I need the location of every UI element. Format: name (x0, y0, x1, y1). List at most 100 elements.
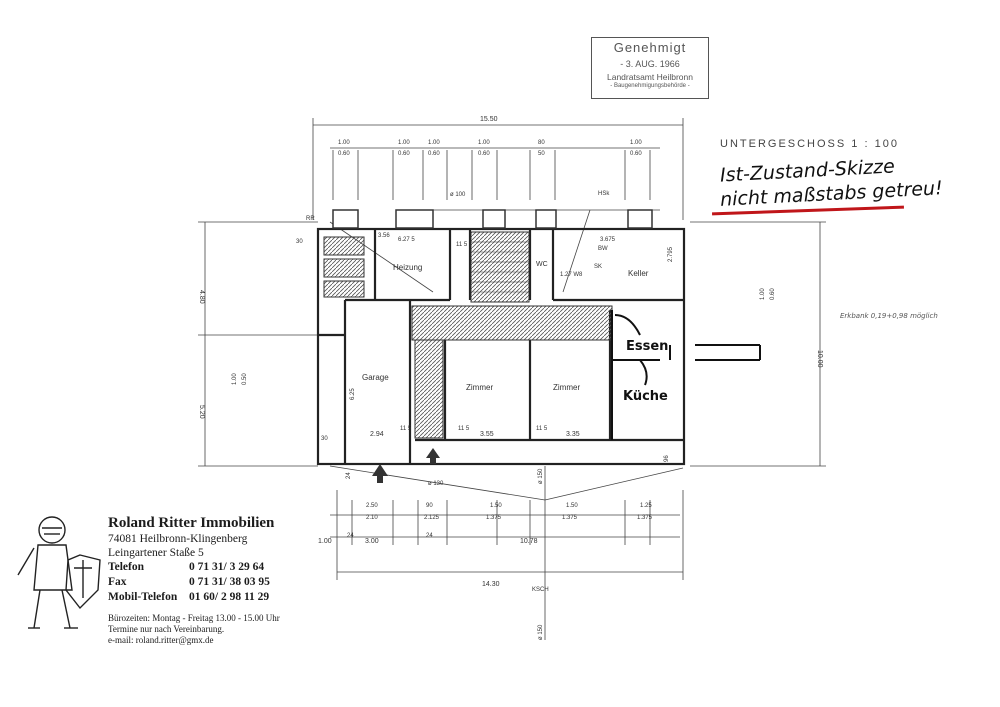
dim-left-lower: 5.20 (198, 405, 205, 419)
corridor (411, 305, 613, 341)
plan-title: UNTERGESCHOSS 1 : 100 (720, 138, 899, 150)
stamp-title: Genehmigt (613, 40, 687, 55)
fax-number: 0 71 31/ 38 03 95 (189, 576, 270, 588)
stamp-date: - 3. AUG. 1966 (620, 59, 680, 69)
company-name: Roland Ritter Immobilien (108, 515, 275, 531)
keller-b: 2.795 (668, 246, 674, 262)
top-opening-1-sub: 0.60 (338, 151, 350, 157)
room-heizung: Heizung (393, 263, 422, 272)
room-zimmer-2: Zimmer (553, 383, 580, 392)
bottom-chain-1: 1.00 (318, 538, 332, 545)
bottom-chain-5: 10.78 (520, 538, 538, 545)
room-garage: Garage (362, 373, 389, 382)
zimmer2-width: 3.35 (566, 431, 580, 438)
keller-c: 1.27 W8 (560, 272, 583, 278)
business-card: Roland Ritter Immobilien 74081 Heilbronn… (108, 515, 280, 646)
room-bw: BW (598, 246, 608, 252)
small-115a: 11 5 (456, 242, 468, 248)
zimmer1-width: 3.55 (480, 431, 494, 438)
phone-row: Telefon 0 71 31/ 3 29 64 (108, 560, 280, 575)
handwritten-partition (611, 310, 761, 440)
label-ksch: KSCH (532, 587, 549, 593)
top-opening-3: 1.00 (428, 140, 440, 146)
dim-left-upper: 4.80 (198, 290, 205, 304)
handwritten-side-note: Erkbank 0,19+0,98 möglich (840, 312, 938, 320)
storage-shelves (323, 236, 365, 298)
fax-row: Fax 0 71 31/ 38 03 95 (108, 575, 280, 590)
bottom-opening-2: 90 (426, 503, 433, 509)
top-opening-3-sub: 0.60 (428, 151, 440, 157)
email: e-mail: roland.ritter@gmx.de (108, 635, 214, 645)
top-opening-6: 1.00 (630, 140, 642, 146)
top-opening-5-sub: 50 (538, 151, 545, 157)
dim-right-height: 10.00 (816, 350, 823, 368)
window-l2: 0.50 (242, 373, 248, 385)
bottom-opening-1-sub: 2.10 (366, 515, 378, 521)
approval-stamp: Genehmigt - 3. AUG. 1966 Landratsamt Hei… (591, 37, 709, 99)
bottom-opening-4: 1.50 (566, 503, 578, 509)
heiz-a: 3.56 (378, 233, 390, 239)
window-r1: 1.00 (760, 288, 766, 300)
label-sk: SK (594, 264, 602, 270)
top-opening-2: 1.00 (398, 140, 410, 146)
heiz-b: 6.27 5 (398, 237, 415, 243)
room-keller: Keller (628, 269, 649, 278)
mobile-label: Mobil-Telefon (108, 591, 178, 603)
dim-total-bottom: 14.30 (482, 581, 500, 588)
dim-total-top: 15.50 (480, 116, 498, 123)
bottom-opening-2-sub: 2.125 (424, 515, 440, 521)
garage-depth: 6.25 (350, 388, 356, 400)
label-hsk: HSk (598, 191, 610, 197)
dia-130: ø 130 (428, 481, 444, 487)
top-opening-6-sub: 0.60 (630, 151, 642, 157)
bottom-chain-4: 24 (426, 533, 433, 539)
top-opening-1: 1.00 (338, 140, 350, 146)
windows (332, 209, 653, 229)
dimension-lines (198, 118, 826, 640)
dia-150b: ø 150 (538, 624, 544, 640)
hall-left (414, 339, 444, 439)
bottom-opening-1: 2.50 (366, 503, 378, 509)
handwritten-kuche: Küche (623, 389, 668, 404)
bottom-opening-5: 1.25 (640, 503, 652, 509)
room-zimmer-1: Zimmer (466, 383, 493, 392)
dia-150a: ø 150 (538, 468, 544, 484)
staircase (470, 231, 530, 303)
dia-100: ø 100 (450, 192, 466, 198)
mobile-number: 01 60/ 2 98 11 29 (189, 591, 270, 603)
small-115c: 11 5 (458, 426, 470, 432)
stamp-authority: - Baugenehmigungsbehörde - (610, 83, 690, 89)
small-115d: 11 5 (536, 426, 548, 432)
bottom-opening-5-sub: 1.375 (637, 515, 653, 521)
bottom-opening-4-sub: 1.375 (562, 515, 578, 521)
fax-label: Fax (108, 576, 127, 588)
address-line-1: 74081 Heilbronn-Klingenberg (108, 533, 248, 545)
top-opening-5: 80 (538, 140, 545, 146)
knight-logo (17, 516, 101, 629)
bottom-chain-3: 3.00 (365, 538, 379, 545)
top-opening-4-sub: 0.60 (478, 151, 490, 157)
phone-label: Telefon (108, 561, 144, 573)
window-r2: 0.60 (770, 288, 776, 300)
label-rr: RR (306, 216, 315, 222)
top-opening-2-sub: 0.60 (398, 151, 410, 157)
stair-steps (471, 241, 529, 293)
handwritten-essen: Essen (626, 339, 668, 354)
keller-a: 3.675 (600, 237, 616, 243)
small-115b: 11 5 (400, 426, 412, 432)
office-hours: Bürozeiten: Montag - Freitag 13.00 - 15.… (108, 613, 280, 623)
stamp-office: Landratsamt Heilbronn (607, 72, 693, 82)
entry-arrows (372, 448, 440, 483)
window-l1: 1.00 (232, 373, 238, 385)
side-30b: 30 (321, 436, 328, 442)
phone-number: 0 71 31/ 3 29 64 (189, 561, 265, 573)
dim-r96: 96 (664, 455, 670, 462)
bottom-chain-2: 24 (347, 533, 354, 539)
bottom-opening-3-sub: 1.375 (486, 515, 502, 521)
garage-width: 2.94 (370, 431, 384, 438)
address-line-2: Leingartener Staße 5 (108, 547, 204, 559)
mobile-row: Mobil-Telefon 01 60/ 2 98 11 29 (108, 590, 280, 605)
side-30a: 30 (296, 239, 303, 245)
top-opening-4: 1.00 (478, 140, 490, 146)
